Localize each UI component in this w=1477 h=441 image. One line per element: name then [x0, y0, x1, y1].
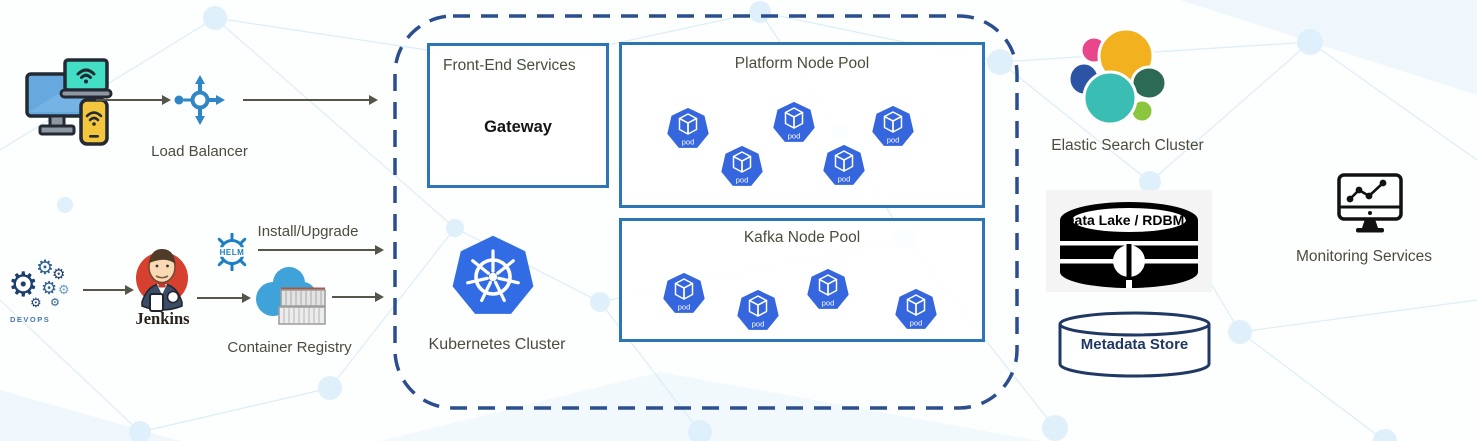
kubernetes-cluster-label: Kubernetes Cluster — [428, 336, 566, 353]
kubernetes-icon — [452, 235, 534, 314]
kafka-node-pool-title: Kafka Node Pool — [743, 229, 861, 246]
frontend-services-box: Front-End Services Gateway — [427, 43, 609, 188]
svg-text:pod: pod — [910, 319, 923, 328]
pod-icon: pod — [871, 105, 915, 149]
container-registry-icon — [256, 267, 326, 325]
metadata-store-icon — [1058, 311, 1211, 378]
metadata-store-label: Metadata Store — [1080, 336, 1189, 353]
load-balancer-label: Load Balancer — [151, 143, 248, 160]
svg-text:pod: pod — [678, 303, 691, 312]
pod-icon: pod — [720, 145, 764, 189]
pod-icon: pod — [822, 144, 866, 188]
arrow-helm-to-cluster — [258, 244, 384, 255]
elastic-search-label: Elastic Search Cluster — [1051, 137, 1204, 154]
pod-icon: pod — [806, 268, 850, 312]
gateway-label: Gateway — [484, 118, 552, 136]
jenkins-label: Jenkins — [135, 309, 190, 328]
platform-node-pool-box: Platform Node Pool pod pod pod pod pod — [619, 42, 985, 208]
svg-text:pod: pod — [736, 176, 749, 185]
data-lake-icon: Data Lake / RDBMS — [1046, 190, 1212, 292]
metadata-store: Metadata Store — [1056, 310, 1213, 382]
install-upgrade-label: Install/Upgrade — [257, 223, 359, 240]
elastic-search-icon — [1068, 28, 1168, 126]
pod-icon: pod — [666, 107, 710, 151]
load-balancer-icon — [174, 75, 225, 125]
arrow-devices-to-loadbalancer — [96, 94, 171, 105]
helm-icon: HELM — [213, 233, 251, 271]
jenkins-icon — [136, 249, 188, 312]
arrow-loadbalancer-to-cluster — [243, 94, 378, 105]
client-devices-icon — [25, 58, 113, 146]
data-lake-label: Data Lake / RDBMS — [1064, 212, 1193, 228]
monitoring-icon — [1337, 173, 1403, 233]
svg-text:pod: pod — [887, 136, 900, 145]
devops-label: DEVOPS — [10, 315, 51, 324]
arrow-registry-to-cluster — [332, 291, 384, 302]
pod-icon: pod — [736, 289, 780, 333]
monitoring-services-label: Monitoring Services — [1295, 248, 1433, 265]
svg-text:pod: pod — [822, 299, 835, 308]
kafka-node-pool-box: Kafka Node Pool pod pod pod pod — [619, 218, 985, 342]
svg-text:pod: pod — [682, 138, 695, 147]
frontend-services-title: Front-End Services — [443, 57, 576, 74]
svg-text:pod: pod — [752, 320, 765, 329]
platform-node-pool-title: Platform Node Pool — [734, 55, 870, 72]
helm-label: HELM — [220, 248, 245, 257]
arrow-jenkins-to-registry — [197, 292, 251, 303]
pod-icon: pod — [894, 288, 938, 332]
devops-icon: ⚙ ⚙ ⚙ ⚙ ⚙ ⚙ ⚙ DEVOPS — [8, 257, 70, 324]
svg-text:pod: pod — [838, 175, 851, 184]
pod-icon: pod — [662, 272, 706, 316]
kubernetes-cluster-boundary — [393, 14, 1019, 410]
container-registry-label: Container Registry — [227, 339, 352, 356]
pod-icon: pod — [772, 101, 816, 145]
svg-text:pod: pod — [788, 132, 801, 141]
arrow-devops-to-jenkins — [83, 284, 134, 295]
